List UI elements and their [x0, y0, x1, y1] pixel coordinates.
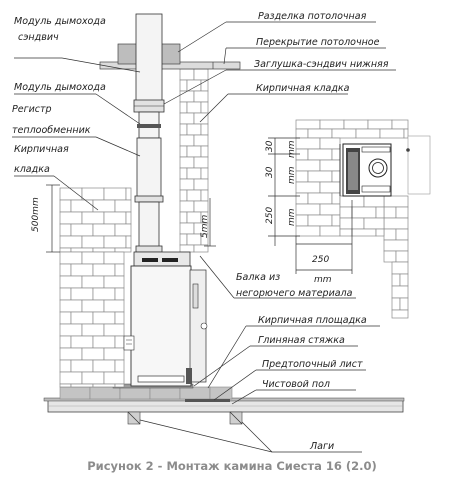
label-brick-left-2: кладка: [14, 164, 50, 175]
dim-30-mid-unit: mm: [287, 166, 297, 184]
dim-30-mid: 30: [265, 166, 275, 178]
joists: [127, 411, 243, 425]
label-clay-screed: Глиняная стяжка: [258, 335, 345, 346]
heat-exchanger-register: [134, 137, 164, 253]
label-register-1: Регистр: [12, 104, 52, 115]
label-fire-sheet: Предтопочный лист: [262, 359, 363, 370]
label-register-2: теплообменник: [12, 125, 91, 136]
ceiling-slab: [99, 43, 241, 70]
label-ceiling-slab: Перекрытие потолочное: [256, 37, 380, 48]
left-brick-wall: [59, 187, 132, 388]
label-beam-2: негорючего материала: [236, 288, 353, 299]
dim-250-horizontal: 250: [312, 255, 329, 265]
label-ceiling-cut: Разделка потолочная: [258, 11, 367, 22]
label-sandwich-plug: Заглушка-сэндвич нижняя: [254, 59, 389, 70]
leader-lines: [12, 21, 396, 453]
dim-250-horizontal-unit: mm: [314, 275, 332, 285]
dim-30-top: 30: [265, 140, 275, 152]
label-module-sandwich-2: сэндвич: [18, 32, 59, 43]
dim-500: 500mm: [31, 197, 41, 232]
label-finish-floor: Чистовой пол: [262, 379, 330, 390]
plan-view: [295, 119, 431, 319]
right-brick-column: [179, 68, 209, 253]
chimney-sandwich-pipe: [133, 13, 165, 113]
dim-30-top-unit: mm: [287, 140, 297, 158]
label-brick-platform: Кирпичная площадка: [258, 315, 367, 326]
stove: [123, 251, 208, 387]
chimney-module-pipe: [137, 111, 161, 139]
dimension-lines: [46, 137, 353, 274]
label-joists: Лаги: [309, 441, 334, 452]
dim-250-vertical: 250: [265, 207, 275, 224]
dim-5: 5mm: [200, 214, 210, 238]
label-beam-1: Балка из: [236, 272, 280, 283]
label-brick-left-1: Кирпичная: [14, 144, 69, 155]
label-module-flue: Модуль дымохода: [14, 82, 106, 93]
figure-caption: Рисунок 2 - Монтаж камина Сиеста 16 (2.0…: [87, 459, 377, 473]
label-brick-right: Кирпичная кладка: [256, 83, 350, 94]
dim-250-vertical-unit: mm: [287, 208, 297, 226]
brick-platform: [59, 383, 233, 402]
label-module-sandwich-1: Модуль дымохода: [14, 16, 106, 27]
